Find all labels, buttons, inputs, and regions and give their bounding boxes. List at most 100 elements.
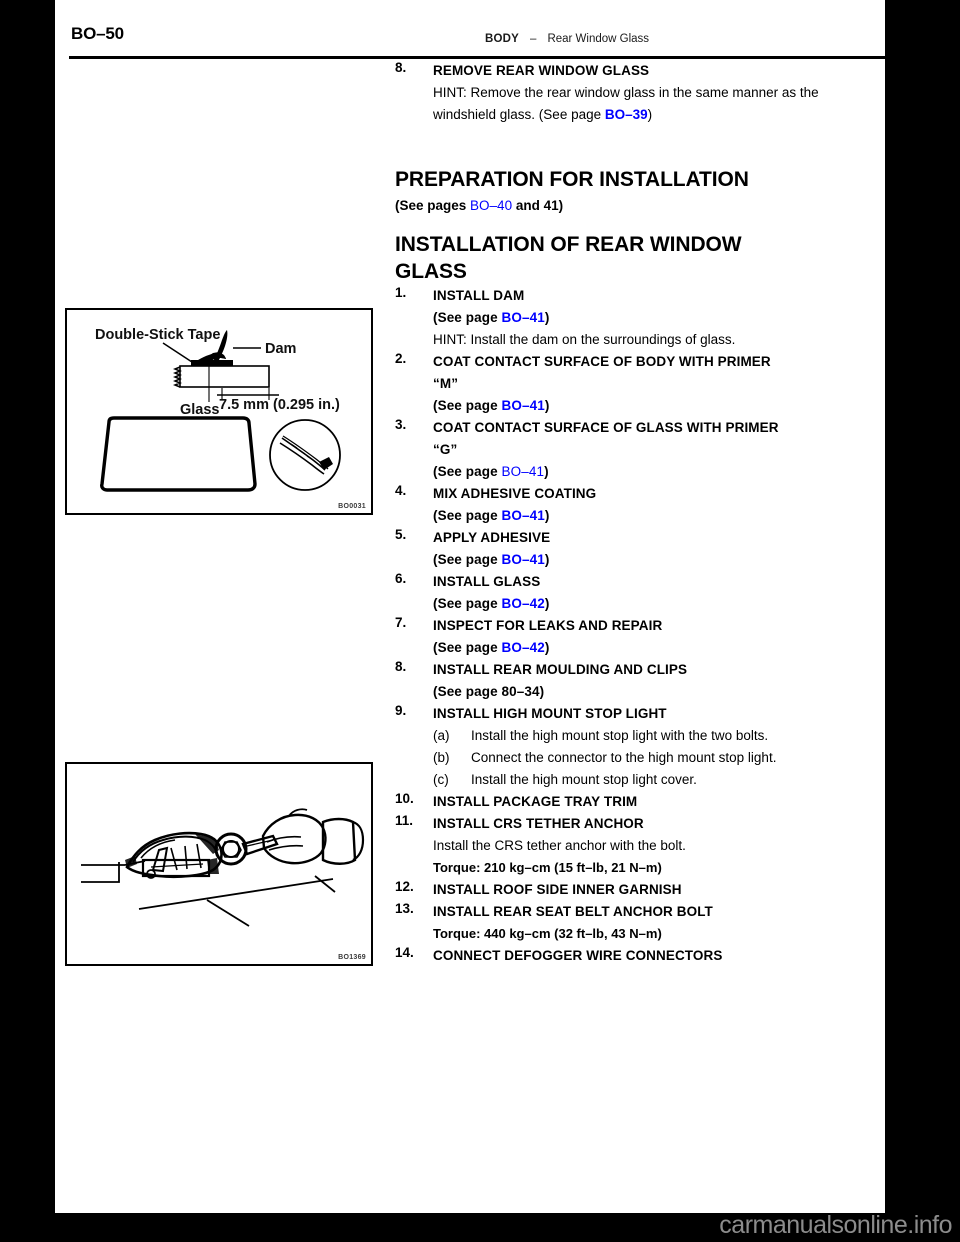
section-title-installation: INSTALLATION OF REAR WINDOW GLASS [395, 231, 885, 285]
page-link[interactable]: BO–42 [501, 596, 545, 611]
substep-a: (a) Install the high mount stop light wi… [395, 725, 885, 747]
spacer [395, 126, 885, 166]
step-title: INSTALL PACKAGE TRAY TRIM [433, 794, 638, 809]
ref-prefix: (See page [433, 640, 502, 655]
ref-prefix: (See pages [395, 198, 471, 213]
step-coat-body-primer-m: 2. COAT CONTACT SURFACE OF BODY WITH PRI… [395, 351, 885, 417]
step-number: 5. [395, 527, 407, 542]
step-title: INSTALL REAR MOULDING AND CLIPS [433, 662, 688, 677]
step-title-continued: “G” [433, 442, 458, 457]
step-number: 13. [395, 901, 414, 916]
substep-text: Install the high mount stop light with t… [471, 728, 769, 743]
step-install-roof-side-inner-garnish: 12. INSTALL ROOF SIDE INNER GARNISH [395, 879, 885, 901]
installation-title-line1: INSTALLATION OF REAR WINDOW [395, 233, 742, 256]
ref-suffix: ) [544, 596, 550, 611]
figure-code: BO1369 [338, 954, 366, 961]
step-install-dam: 1. INSTALL DAM (See page BO–41) HINT: In… [395, 285, 885, 351]
instruction-column: 8. REMOVE REAR WINDOW GLASS HINT: Remove… [395, 60, 885, 967]
step-install-crs-tether-anchor: 11. INSTALL CRS TETHER ANCHOR Install th… [395, 813, 885, 857]
ref-suffix: ) [544, 310, 550, 325]
step-number: 1. [395, 285, 407, 300]
tether-anchor-drawing [81, 808, 365, 927]
step-title: REMOVE REAR WINDOW GLASS [433, 63, 650, 78]
step-install-glass: 6. INSTALL GLASS (See page BO–42) [395, 571, 885, 615]
page-link[interactable]: BO–39 [604, 107, 648, 122]
dam-cross-section-drawing: Double-Stick Tape Dam Glass 7.5 mm (0.29… [95, 327, 341, 492]
preparation-reference: (See pages BO–40 and 41) [395, 195, 885, 217]
step-coat-glass-primer-g: 3. COAT CONTACT SURFACE OF GLASS WITH PR… [395, 417, 885, 483]
svg-text:Dam: Dam [265, 341, 296, 357]
step-remove-rear-window-glass: 8. REMOVE REAR WINDOW GLASS HINT: Remove… [395, 60, 885, 126]
ref-suffix: ) [544, 640, 550, 655]
ref-suffix: and 41) [512, 198, 564, 213]
step-title: MIX ADHESIVE COATING [433, 486, 597, 501]
page-number: BO–50 [71, 24, 124, 43]
step-install-high-mount-stop-light: 9. INSTALL HIGH MOUNT STOP LIGHT [395, 703, 885, 725]
torque-spec: Torque: 440 kg–cm (32 ft–lb, 43 N–m) [433, 926, 662, 941]
step-install-package-tray-trim: 10. INSTALL PACKAGE TRAY TRIM [395, 791, 885, 813]
step-title: INSTALL HIGH MOUNT STOP LIGHT [433, 706, 667, 721]
page-header: BO–50 BODY–Rear Window Glass [55, 0, 885, 59]
page-link[interactable]: BO–40 [470, 198, 513, 213]
step-reference: (See page BO–41) [433, 307, 885, 329]
breadcrumb-separator: – [530, 33, 537, 45]
step-reference: (See page BO–41) [433, 549, 885, 571]
step-reference: (See page BO–41) [433, 461, 885, 483]
figure-code: BO0031 [338, 503, 366, 510]
hint-close: ) [647, 107, 653, 122]
step-number: 2. [395, 351, 407, 366]
page-link[interactable]: BO–41 [501, 398, 545, 413]
step-number: 11. [395, 813, 414, 828]
step-title: INSTALL REAR SEAT BELT ANCHOR BOLT [433, 904, 713, 919]
page-link[interactable]: BO–41 [501, 552, 545, 567]
page-link[interactable]: BO–42 [501, 640, 545, 655]
step-title: CONNECT DEFOGGER WIRE CONNECTORS [433, 948, 723, 963]
breadcrumb-section: Rear Window Glass [547, 33, 650, 45]
ref-suffix: ) [544, 552, 550, 567]
hint-text: HINT: Remove the rear window glass in th… [433, 85, 819, 122]
step-number: 8. [395, 60, 407, 75]
figure-dam-cross-section: Double-Stick Tape Dam Glass 7.5 mm (0.29… [65, 308, 373, 515]
step-title: INSTALL ROOF SIDE INNER GARNISH [433, 882, 682, 897]
page-link[interactable]: BO–41 [501, 464, 545, 479]
ref-prefix: (See page [433, 596, 502, 611]
step-number: 10. [395, 791, 414, 806]
installation-title-line2: GLASS [395, 260, 467, 283]
ref-suffix: ) [544, 398, 550, 413]
step-number: 8. [395, 659, 407, 674]
step-inspect-leaks-repair: 7. INSPECT FOR LEAKS AND REPAIR (See pag… [395, 615, 885, 659]
step-mix-adhesive-coating: 4. MIX ADHESIVE COATING (See page BO–41) [395, 483, 885, 527]
step-reference: (See page BO–42) [433, 637, 885, 659]
torque-spec: Torque: 210 kg–cm (15 ft–lb, 21 N–m) [433, 860, 662, 875]
page-link[interactable]: BO–41 [501, 508, 545, 523]
step-number: 9. [395, 703, 407, 718]
breadcrumb-group: BODY [485, 33, 520, 45]
substep-c: (c) Install the high mount stop light co… [395, 769, 885, 791]
header-divider [69, 56, 885, 59]
step-body-text: Install the CRS tether anchor with the b… [433, 838, 686, 853]
substep-text: Connect the connector to the high mount … [471, 750, 777, 765]
ref-suffix: ) [544, 508, 550, 523]
figure-crs-tether-anchor: BO1369 [65, 762, 373, 966]
step-install-rear-moulding-clips: 8. INSTALL REAR MOULDING AND CLIPS (See … [395, 659, 885, 703]
step-title: COAT CONTACT SURFACE OF GLASS WITH PRIME… [433, 420, 779, 435]
step-title: INSTALL CRS TETHER ANCHOR [433, 816, 644, 831]
substep-marker: (c) [433, 772, 449, 787]
step-number: 3. [395, 417, 407, 432]
page-link[interactable]: BO–41 [501, 310, 545, 325]
step-number: 6. [395, 571, 407, 586]
step-title: INSTALL GLASS [433, 574, 541, 589]
substep-marker: (b) [433, 750, 450, 765]
substep-b: (b) Connect the connector to the high mo… [395, 747, 885, 769]
step-reference: (See page BO–41) [433, 395, 885, 417]
ref-prefix: (See page [433, 508, 502, 523]
step-apply-adhesive: 5. APPLY ADHESIVE (See page BO–41) [395, 527, 885, 571]
ref-prefix: (See page [433, 552, 502, 567]
ref-suffix: ) [544, 464, 549, 479]
step-number: 7. [395, 615, 407, 630]
step-number: 12. [395, 879, 414, 894]
step-title: INSTALL DAM [433, 288, 525, 303]
manual-page-sheet: BO–50 BODY–Rear Window Glass [55, 0, 885, 1213]
step-hint: HINT: Remove the rear window glass in th… [433, 82, 885, 126]
